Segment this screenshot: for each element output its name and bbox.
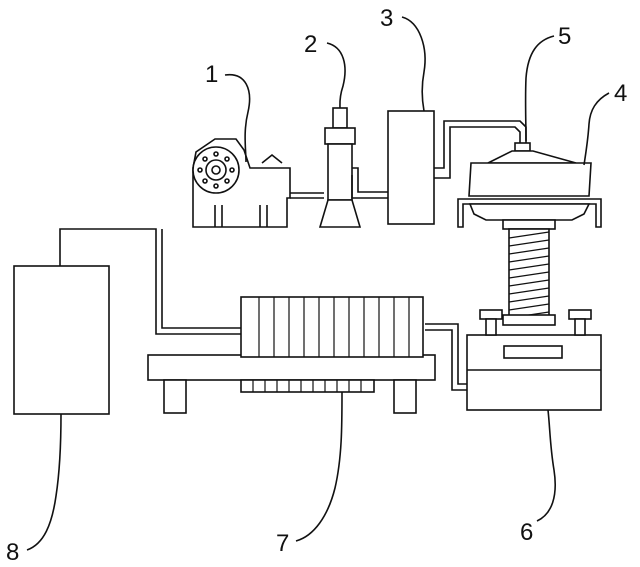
screw-column <box>502 219 556 326</box>
component-2-pump <box>318 107 362 228</box>
component-1-crusher <box>192 138 291 228</box>
label-1: 1 <box>205 61 218 88</box>
component-5-nozzle <box>487 142 577 164</box>
label-2: 2 <box>304 31 317 58</box>
pipe-1-to-2 <box>290 192 324 199</box>
label-7: 7 <box>276 530 289 557</box>
pipe-6-to-7 <box>425 323 467 391</box>
label-3: 3 <box>380 5 393 32</box>
label-6: 6 <box>520 519 533 546</box>
component-8-storage-tank <box>13 265 110 415</box>
component-7-filter-press <box>147 296 436 414</box>
label-8: 8 <box>6 539 19 566</box>
component-4-vessel <box>457 162 602 228</box>
pipe-7-to-8 <box>59 228 241 335</box>
pipe-2-to-3 <box>351 167 388 199</box>
component-3-tank <box>387 110 435 225</box>
label-4: 4 <box>614 80 627 107</box>
component-6-base-unit <box>466 309 602 411</box>
label-5: 5 <box>558 23 571 50</box>
leader-lines <box>26 16 610 551</box>
